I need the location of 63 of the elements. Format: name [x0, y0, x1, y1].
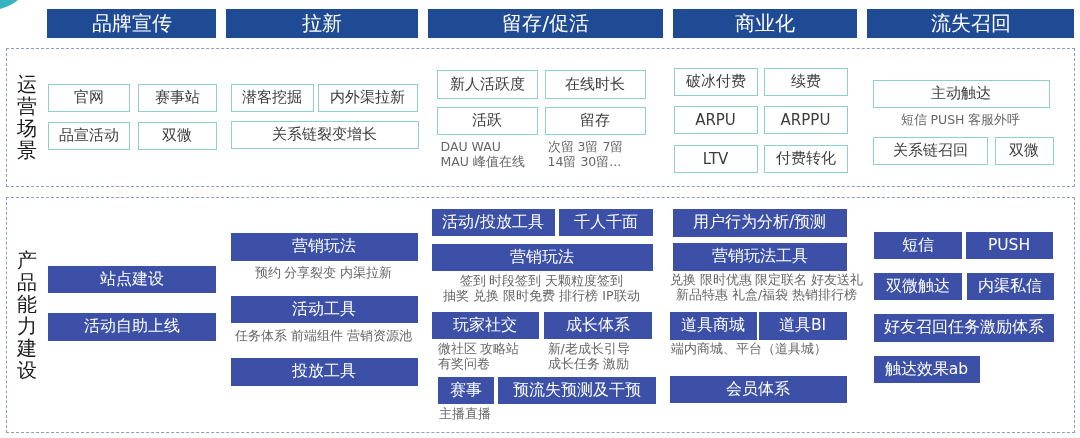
capability-block: 预流失预测及干预 — [497, 376, 656, 404]
note-text: 主播直播 — [438, 405, 491, 421]
category-header: 流失召回 — [867, 9, 1074, 38]
note-text: 端内商城、平台（道具城） — [670, 340, 827, 356]
section-panel — [6, 48, 1075, 187]
capability-block: 投放工具 — [230, 357, 418, 386]
capability-block: 千人千面 — [558, 208, 653, 236]
category-header: 留存/促活 — [428, 9, 663, 38]
note-text: 新/老成长引导成长任务 激励 — [547, 340, 630, 371]
scene-tag: 在线时长 — [544, 69, 646, 99]
scene-tag: 破冰付费 — [673, 67, 758, 96]
capability-block: 活动工具 — [230, 295, 418, 323]
capability-block: PUSH — [965, 231, 1053, 259]
capability-block: 触达效果ab — [873, 355, 980, 383]
scene-tag: ARPU — [673, 105, 758, 134]
note-text: 签到 时段签到 天颗粒度签到抽奖 兑换 限时免费 排行榜 IP联动 — [443, 272, 640, 303]
capability-block: 成长体系 — [543, 311, 652, 339]
note-text: DAU WAU MAU 峰值在线 — [440, 138, 525, 169]
capability-block: 玩家社交 — [431, 311, 539, 339]
note-text: 短信 PUSH 客服外呼 — [900, 111, 1021, 127]
scene-tag: 潜客挖掘 — [230, 83, 314, 112]
scene-tag: 续费 — [763, 67, 848, 96]
scene-tag: 关系链裂变增长 — [230, 120, 419, 149]
capability-block: 会员体系 — [669, 375, 847, 403]
category-header: 商业化 — [673, 9, 857, 38]
capability-block: 营销玩法工具 — [672, 242, 847, 271]
scene-tag: 付费转化 — [763, 144, 848, 173]
section-label: 产品能力建设 — [16, 248, 37, 381]
scene-tag: 内外渠拉新 — [317, 83, 418, 112]
capability-block: 活动/投放工具 — [431, 208, 555, 236]
note-text: 任务体系 前端组件 营销资源池 — [235, 327, 412, 343]
section-label: 运营场景 — [16, 72, 37, 161]
capability-block: 站点建设 — [47, 265, 216, 293]
capability-block: 好友召回任务激励体系 — [873, 313, 1054, 342]
scene-tag: ARPPU — [763, 105, 848, 134]
note-text: 兑换 限时优惠 限定联名 好友送礼新品特惠 礼盒/福袋 热销排行榜 — [669, 271, 864, 302]
scene-tag: 活跃 — [436, 106, 538, 135]
capability-block: 活动自助上线 — [47, 312, 216, 341]
scene-tag: 关系链召回 — [872, 136, 988, 165]
capability-block: 双微触达 — [873, 272, 962, 300]
section-panel — [6, 197, 1075, 433]
capability-block: 短信 — [873, 231, 962, 259]
scene-tag: 新人活跃度 — [436, 69, 538, 99]
scene-tag: 官网 — [47, 83, 130, 112]
scene-tag: 赛事站 — [137, 83, 217, 112]
capability-block: 营销玩法 — [431, 243, 653, 271]
capability-block: 道具BI — [758, 311, 847, 340]
capability-block: 赛事 — [437, 376, 494, 404]
scene-tag: 品宣活动 — [47, 121, 130, 150]
capability-block: 营销玩法 — [230, 232, 418, 261]
capability-block: 道具商城 — [669, 311, 757, 340]
note-text: 次留 3留 7留 14留 30留... — [547, 138, 624, 169]
capability-block: 用户行为分析/预测 — [672, 208, 847, 237]
note-text: 预约 分享裂变 内渠拉新 — [254, 264, 393, 280]
capability-block: 内渠私信 — [966, 272, 1054, 300]
category-header: 拉新 — [226, 9, 418, 38]
scene-tag: 双微 — [994, 136, 1054, 165]
scene-tag: LTV — [673, 144, 758, 173]
category-header: 品牌宣传 — [47, 9, 216, 38]
scene-tag: 主动触达 — [872, 79, 1050, 108]
scene-tag: 留存 — [544, 106, 646, 135]
scene-tag: 双微 — [137, 121, 217, 150]
note-text: 微社区 攻略站有奖问卷 — [437, 340, 520, 371]
